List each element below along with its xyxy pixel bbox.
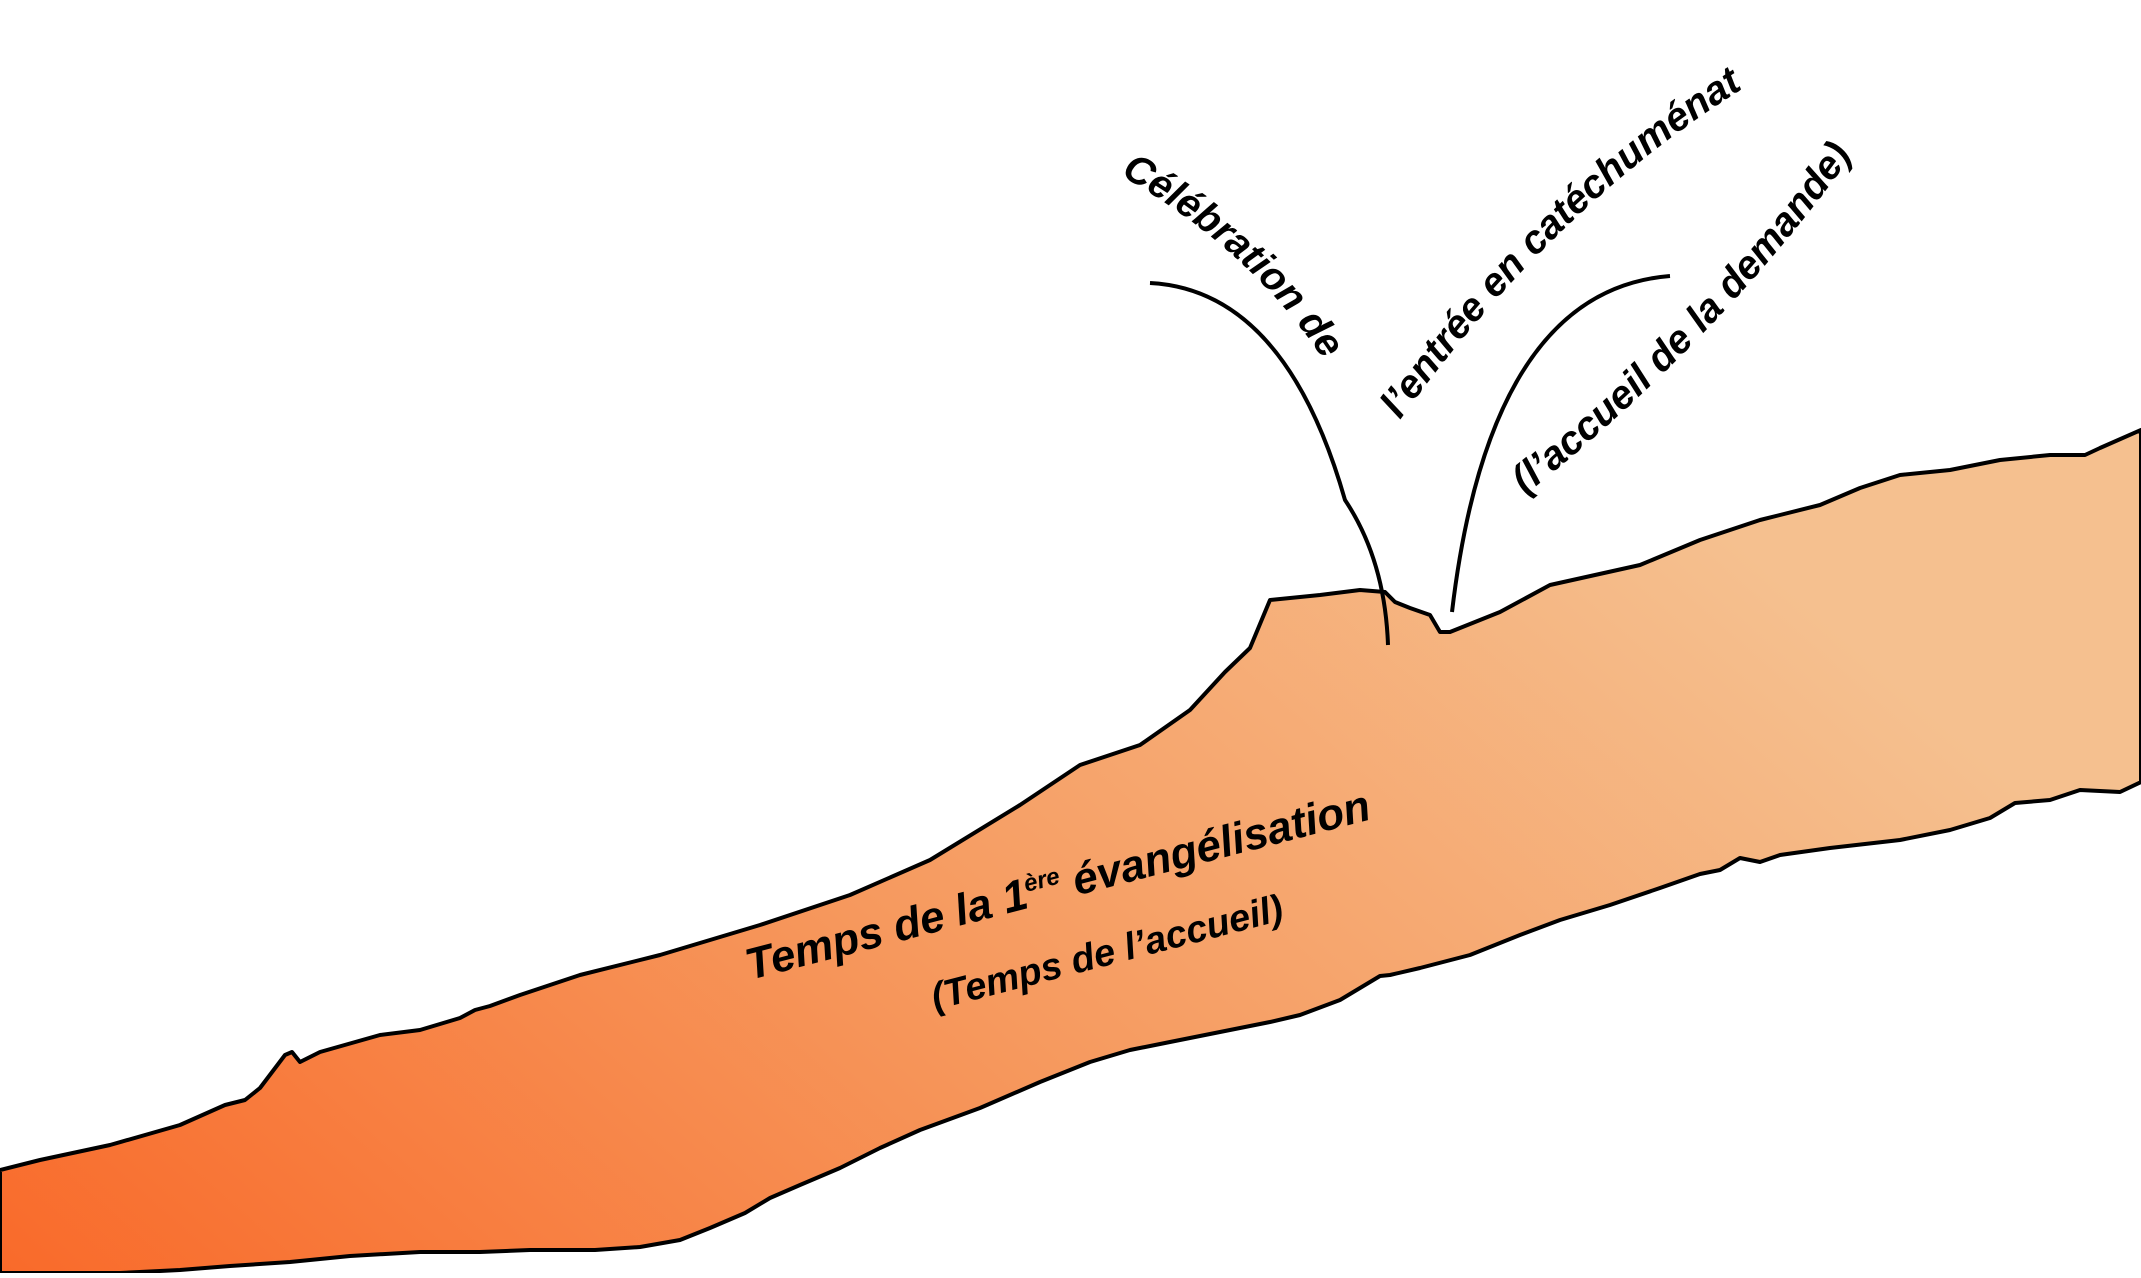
celebration-label-line1: Célébration de: [1116, 145, 1353, 365]
celebration-label-line2: l’entrée en catéchuménat: [1372, 58, 1750, 425]
journey-path-band: [0, 430, 2141, 1273]
